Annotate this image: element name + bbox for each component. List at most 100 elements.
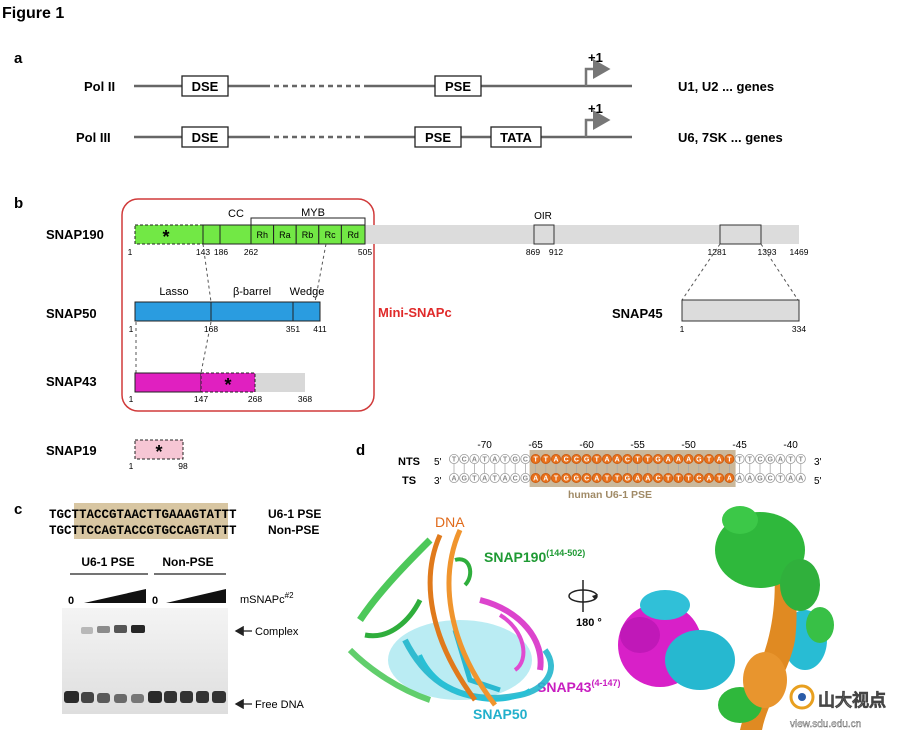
- nucleotide-letter: G: [625, 476, 631, 483]
- nucleotide-letter: A: [706, 476, 711, 483]
- nucleotide-letter: G: [757, 476, 763, 483]
- u6-pse-element-label: human U6-1 PSE: [568, 489, 652, 501]
- nucleotide-letter: C: [574, 457, 579, 464]
- nucleotide-circle: [673, 453, 684, 464]
- strand-end-ts-3: 3': [434, 476, 442, 487]
- nucleotide-circle: [714, 472, 725, 483]
- myb-repeat-label: Ra: [279, 230, 291, 240]
- mini-snapc-label: Mini-SNAPc: [378, 305, 452, 320]
- structure-label-dna: DNA: [435, 514, 465, 530]
- pol3-genes-label: U6, 7SK ... genes: [678, 130, 783, 145]
- nucleotide-circle: [632, 472, 643, 483]
- nucleotide-letter: A: [594, 476, 599, 483]
- snap190-label: SNAP190: [46, 227, 104, 242]
- cartoon-structure: [347, 528, 554, 707]
- snap190-cc-segment-1: [202, 224, 221, 245]
- nucleotide-letter: A: [492, 457, 497, 464]
- snap190-cc-segment-2: [219, 224, 252, 245]
- myb-repeat-rd: [340, 224, 366, 245]
- snap50-beta-barrel: [210, 301, 294, 322]
- snap45-label: SNAP45: [612, 306, 663, 321]
- nucleotide-circle: [499, 472, 510, 483]
- free-dna-band: [164, 691, 177, 703]
- gel-free-dna-bands: [64, 691, 226, 703]
- nucleotide-circle: [479, 472, 490, 483]
- nucleotide-circle: [561, 472, 572, 483]
- nucleotide-letter: G: [461, 476, 467, 483]
- nucleotide-circle: [489, 472, 500, 483]
- nucleotide-letter: A: [686, 457, 691, 464]
- nucleotide-letter: C: [584, 476, 589, 483]
- pol2-pse-box: [434, 75, 482, 97]
- position-label: 351: [286, 324, 300, 334]
- cc-domain-label: CC: [228, 208, 244, 220]
- nucleotide-circle: [520, 472, 531, 483]
- nucleotide-letter: G: [512, 457, 518, 464]
- nucleotide-circle: [642, 453, 653, 464]
- rotation-icon: [568, 580, 598, 612]
- seq-u6-pse: TGCTTACCGTAACTTGAAAGTATTT: [49, 508, 237, 522]
- snap43-grey-tail: [255, 373, 305, 392]
- free-dna-band: [64, 691, 79, 703]
- position-label: 262: [244, 247, 258, 257]
- nucleotide-letter: T: [533, 457, 538, 464]
- pol2-tss-label: +1: [588, 50, 603, 65]
- nucleotide-letter: A: [788, 476, 793, 483]
- strand-end-ts-5: 5': [814, 476, 822, 487]
- band-label-complex: Complex: [255, 626, 299, 638]
- nucleotide-circle: [663, 472, 674, 483]
- pol3-tata-label: TATA: [500, 130, 532, 145]
- snap43-dashed-segment: [200, 372, 256, 393]
- snap45-bar: [681, 299, 800, 322]
- panel-d-label: d: [356, 442, 365, 459]
- surface-structure: [618, 506, 834, 730]
- complex-band: [131, 625, 145, 633]
- position-label: 1: [128, 247, 133, 257]
- nucleotide-circle: [540, 453, 551, 464]
- nucleotide-letter: T: [472, 476, 477, 483]
- nucleotide-circle: [653, 472, 664, 483]
- position-label: 186: [214, 247, 228, 257]
- nucleotide-circle: [602, 472, 613, 483]
- snap50-domain-label: β-barrel: [233, 286, 271, 298]
- nucleotide-circle: [653, 453, 664, 464]
- lane-group-u6: U6-1 PSE: [81, 555, 134, 569]
- snap190-positions: 1 143 186 262 505 869 912 1281 1393 1469: [128, 247, 809, 257]
- nucleotide-letter: A: [798, 476, 803, 483]
- nucleotide-circle: [520, 453, 531, 464]
- position-label: 1393: [758, 247, 777, 257]
- pol3-dse-box: [181, 126, 229, 148]
- snap19-bar: [134, 439, 184, 460]
- myb-repeat-label: Rb: [302, 230, 314, 240]
- nucleotide-circle: [755, 453, 766, 464]
- free-dna-band: [196, 691, 209, 703]
- nucleotide-circle: [602, 453, 613, 464]
- nucleotide-circle: [704, 472, 715, 483]
- pol3-tss-arrow-icon: [584, 110, 611, 137]
- nucleotide-letter: T: [635, 457, 640, 464]
- nucleotide-circle: [755, 472, 766, 483]
- pol3-dse-label: DSE: [192, 130, 219, 145]
- snap45-binding-box: [719, 224, 762, 245]
- pol2-dse-box: [181, 75, 229, 97]
- nucleotide-circle: [459, 453, 470, 464]
- nucleotide-letter: A: [451, 476, 456, 483]
- nucleotide-circle: [724, 472, 735, 483]
- nucleotide-circle: [591, 453, 602, 464]
- pol2-dse-label: DSE: [192, 79, 219, 94]
- nucleotide-letter: T: [595, 457, 600, 464]
- pol3-pse-box: [414, 126, 462, 148]
- position-label: 1469: [790, 247, 809, 257]
- free-dna-band: [148, 691, 162, 703]
- nucleotide-letter: A: [615, 457, 620, 464]
- nucleotide-circle: [795, 472, 806, 483]
- nucleotide-letter: C: [757, 457, 762, 464]
- nucleotide-circle: [642, 472, 653, 483]
- nucleotide-letter: A: [737, 476, 742, 483]
- nucleotide-letter: T: [554, 476, 559, 483]
- nucleotide-letter: A: [502, 476, 507, 483]
- position-tick: -65: [528, 440, 543, 451]
- nucleotide-letter: T: [788, 457, 793, 464]
- nucleotide-letter: T: [503, 457, 508, 464]
